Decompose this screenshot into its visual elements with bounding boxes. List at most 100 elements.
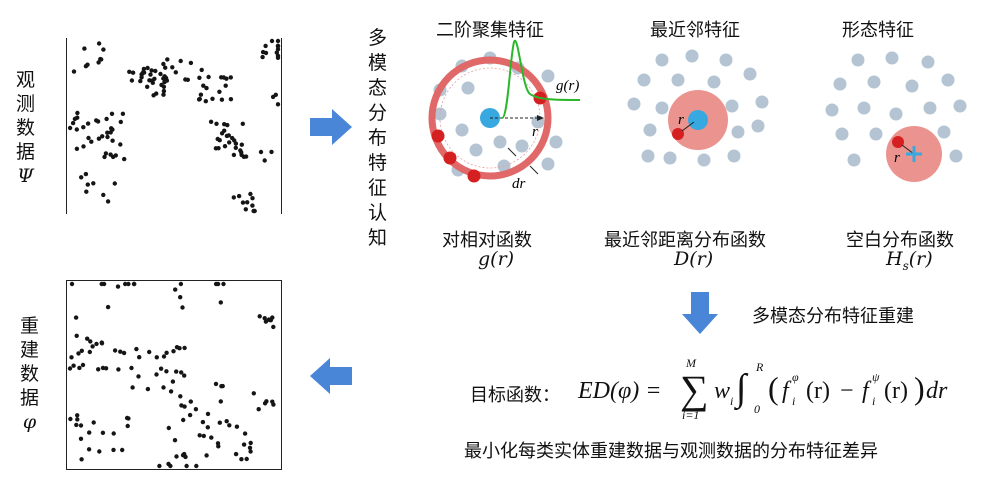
observed-point bbox=[231, 195, 236, 200]
observed-point bbox=[122, 156, 127, 162]
reconstructed-point bbox=[75, 417, 80, 422]
pair-correlation-function-symbol: g(r) bbox=[478, 248, 515, 270]
observed-point bbox=[269, 149, 274, 155]
observed-point bbox=[101, 47, 106, 52]
center-point bbox=[688, 110, 708, 130]
observed-point bbox=[165, 57, 170, 62]
reconstructed-point bbox=[180, 305, 185, 310]
observed-point bbox=[118, 119, 123, 125]
reconstructed-point bbox=[154, 372, 159, 377]
observed-point bbox=[243, 154, 249, 159]
term2-sup: ψ bbox=[872, 370, 880, 384]
term2-f: f bbox=[862, 378, 869, 404]
observed-point bbox=[150, 78, 155, 83]
observed-point bbox=[105, 199, 111, 204]
observed-point bbox=[75, 115, 80, 120]
observed-point bbox=[214, 121, 219, 127]
observed-point bbox=[94, 118, 99, 123]
nearest-point-red bbox=[892, 136, 904, 148]
reconstructed-point bbox=[179, 370, 184, 375]
background-point bbox=[461, 81, 475, 95]
reconstructed-point bbox=[168, 463, 173, 469]
reconstructed-point bbox=[69, 281, 75, 287]
observed-point bbox=[258, 149, 264, 155]
background-point bbox=[727, 149, 741, 163]
observed-point bbox=[161, 92, 166, 97]
reconstructed-point bbox=[129, 365, 134, 371]
observed-point bbox=[151, 93, 156, 98]
formula-lhs: ED(φ) = bbox=[578, 378, 662, 404]
observed-point bbox=[197, 96, 202, 102]
cognition-char: 多 bbox=[368, 27, 388, 49]
observed-point bbox=[263, 50, 269, 56]
dr-label: dr bbox=[512, 176, 526, 192]
observed-point bbox=[153, 68, 158, 74]
right-arrow-icon bbox=[310, 109, 352, 145]
empty-space-symbol-sub: s bbox=[902, 258, 909, 273]
reconstructed-point bbox=[131, 281, 137, 287]
observed-point bbox=[224, 133, 230, 139]
term1-arg: (r) bbox=[806, 378, 830, 404]
background-point bbox=[923, 101, 937, 115]
reconstructed-point bbox=[77, 365, 82, 371]
observed-point bbox=[159, 82, 164, 88]
observed-point bbox=[86, 135, 91, 141]
observed-point bbox=[75, 110, 80, 116]
reconstructed-point bbox=[271, 324, 276, 330]
observed-point bbox=[217, 138, 222, 143]
pair-ring bbox=[428, 56, 552, 180]
observed-point bbox=[275, 102, 281, 107]
background-point bbox=[885, 51, 899, 65]
cognition-char: 特 bbox=[368, 152, 388, 174]
background-point bbox=[835, 127, 849, 141]
reconstructed-label-char: 数 bbox=[20, 363, 40, 385]
observed-point bbox=[145, 84, 150, 89]
background-point bbox=[755, 95, 769, 109]
reconstructed-point bbox=[182, 345, 187, 351]
observed-point bbox=[139, 75, 144, 80]
reconstructed-point bbox=[96, 367, 101, 372]
reconstructed-point bbox=[270, 399, 275, 404]
background-point bbox=[541, 157, 555, 171]
observed-point bbox=[164, 78, 170, 83]
observed-point bbox=[99, 57, 104, 62]
empty-space-symbol-main: H bbox=[886, 248, 903, 270]
reconstructed-point bbox=[85, 336, 90, 341]
sum-lower: i=1 bbox=[682, 408, 700, 422]
observed-point bbox=[96, 136, 102, 141]
observed-point bbox=[113, 153, 118, 158]
background-point bbox=[685, 49, 699, 63]
observed-point bbox=[222, 122, 227, 127]
observed-point bbox=[210, 96, 215, 101]
g-r-curve-label: g(r) bbox=[556, 78, 579, 94]
reconstructed-point bbox=[204, 453, 209, 458]
observed-point bbox=[85, 182, 90, 187]
int-upper: R bbox=[756, 360, 764, 374]
observed-point bbox=[79, 175, 84, 180]
reconstructed-point bbox=[183, 454, 188, 460]
ring-point-red bbox=[467, 169, 481, 183]
background-point bbox=[851, 53, 865, 67]
reconstructed-point bbox=[124, 415, 130, 421]
observed-point bbox=[197, 75, 202, 80]
observed-point bbox=[240, 121, 245, 127]
reconstructed-point bbox=[68, 416, 73, 422]
cognition-char: 征 bbox=[368, 177, 388, 199]
observed-point bbox=[221, 75, 226, 80]
background-point bbox=[719, 53, 733, 67]
observed-point bbox=[103, 151, 109, 156]
reconstructed-point bbox=[69, 355, 74, 360]
observed-point bbox=[67, 125, 73, 131]
observed-point bbox=[236, 193, 242, 199]
observed-point bbox=[112, 181, 117, 186]
reconstructed-point bbox=[87, 430, 92, 435]
reconstructed-point bbox=[209, 435, 214, 440]
reconstructed-point bbox=[247, 445, 253, 450]
empty-space-function-symbol: Hs(r) bbox=[886, 248, 933, 273]
reconstructed-point bbox=[75, 413, 80, 418]
observed-point bbox=[198, 92, 204, 97]
dr-arrow bbox=[529, 165, 539, 175]
term2-arg: (r) bbox=[884, 378, 908, 404]
reconstructed-point bbox=[262, 316, 267, 321]
observed-point bbox=[105, 134, 110, 140]
